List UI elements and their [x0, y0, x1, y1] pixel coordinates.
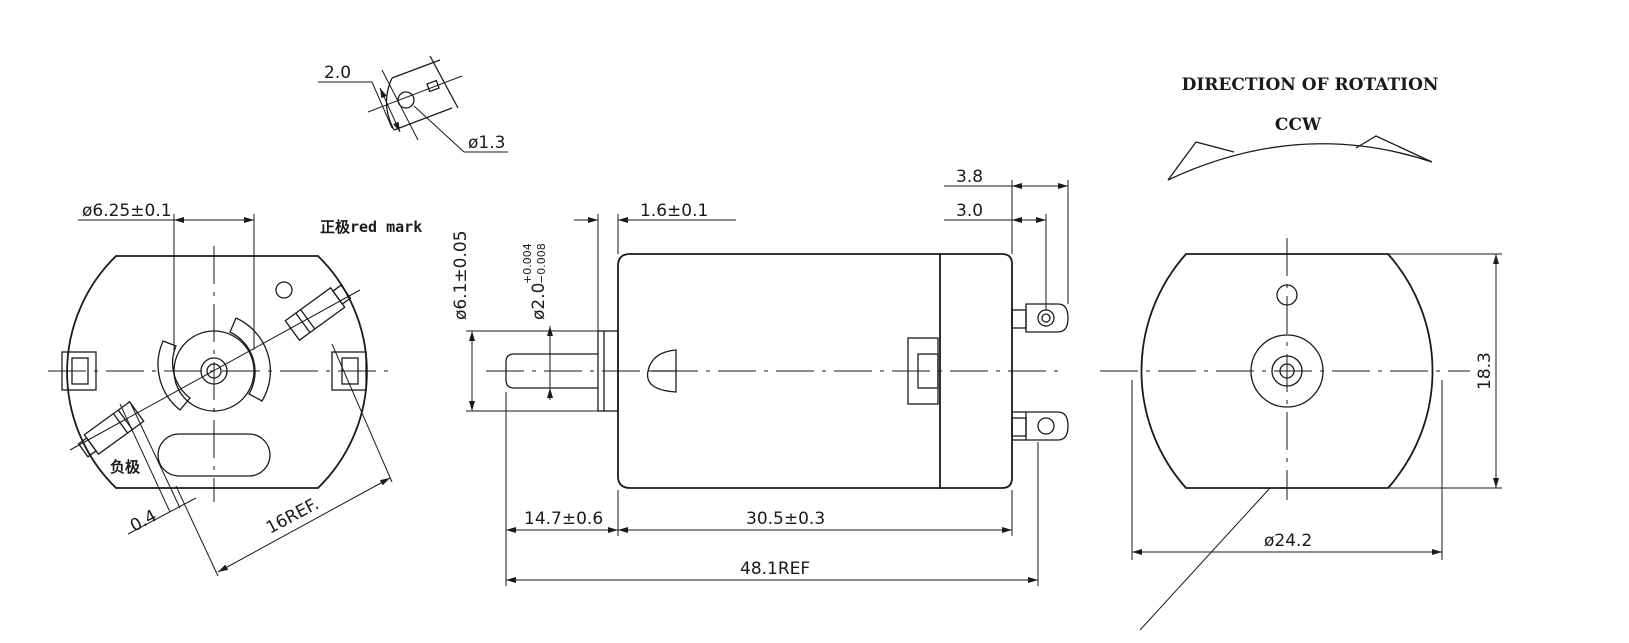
- terminal-detail: 2.0 ø1.3: [318, 55, 508, 153]
- shaft-tol-upper: +0.004: [521, 243, 534, 284]
- side-view: ø6.1±0.05 ø2.0 +0.004 −0.008 1.6±0.1 3.8…: [451, 167, 1069, 586]
- rear-height-label: 18.3: [1475, 352, 1495, 390]
- terminal-offset-label: 2.0: [324, 63, 351, 83]
- rotation-title: DIRECTION OF ROTATION: [1182, 75, 1439, 95]
- positive-mark-label: 正极red mark: [320, 218, 422, 236]
- rear-view: 18.3 ø24.2: [1100, 238, 1502, 631]
- bushing-diameter-label: ø6.1±0.05: [451, 230, 471, 320]
- terminal-outer-label: 3.8: [956, 167, 983, 187]
- negative-mark-label: 负极: [110, 458, 141, 476]
- shaft-diameter-label: ø2.0: [529, 283, 549, 320]
- body-length-label: 30.5±0.3: [746, 509, 825, 529]
- shaft-length-label: 14.7±0.6: [524, 509, 603, 529]
- rotation-indicator: DIRECTION OF ROTATION CCW: [1167, 75, 1439, 181]
- rear-diameter-label: ø24.2: [1264, 531, 1312, 551]
- terminal-inner-label: 3.0: [956, 201, 983, 221]
- overall-length-label: 48.1REF: [740, 559, 810, 579]
- front-view: ø6.25±0.1 正极red mark 负极 0.4 16REF.: [48, 201, 422, 577]
- terminal-hole-label: ø1.3: [468, 133, 505, 153]
- shaft-tol-lower: −0.008: [535, 243, 548, 284]
- rotation-direction: CCW: [1275, 115, 1322, 135]
- hub-diameter-label: ø6.25±0.1: [82, 201, 172, 221]
- span-label: 16REF.: [263, 494, 322, 538]
- flange-thickness-label: 1.6±0.1: [640, 201, 708, 221]
